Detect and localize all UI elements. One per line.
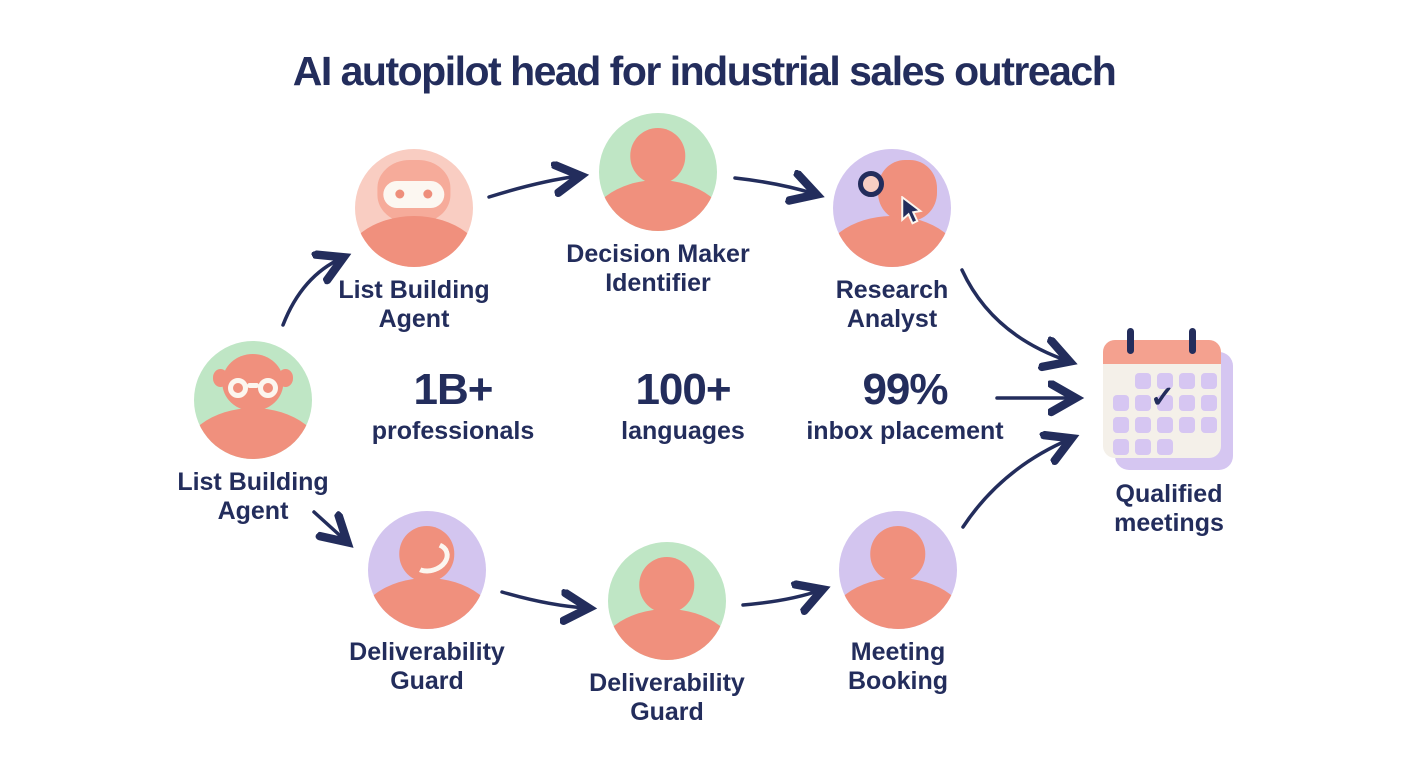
check-icon: ✓ bbox=[1150, 381, 1176, 414]
calendar-day-cell bbox=[1135, 373, 1151, 389]
avatar-shoulders bbox=[355, 216, 473, 267]
calendar-day-cell bbox=[1179, 417, 1195, 433]
magnifier-icon bbox=[857, 171, 884, 198]
node-meeting-booking: Meeting Booking bbox=[839, 511, 957, 695]
avatar-shoulders bbox=[194, 408, 312, 459]
stat-languages: 100+ languages bbox=[543, 368, 823, 446]
stat-professionals: 1B+ professionals bbox=[313, 368, 593, 446]
avatar-shoulders bbox=[839, 578, 957, 629]
calendar-day-cell: ✓ bbox=[1150, 381, 1175, 414]
node-label: List Building Agent bbox=[338, 276, 490, 333]
calendar-day-cell bbox=[1135, 395, 1151, 411]
calendar-day-cell bbox=[1179, 439, 1195, 455]
calendar-check-icon: ✓ Qualified meetings bbox=[1103, 328, 1235, 537]
node-deliverability-guard-left: Deliverability Guard bbox=[349, 511, 505, 695]
robot-face-plate bbox=[383, 180, 445, 208]
node-label: Meeting Booking bbox=[848, 638, 948, 695]
avatar-shoulders bbox=[608, 609, 726, 660]
calendar-day-cell bbox=[1179, 395, 1195, 411]
outcome-label: Qualified meetings bbox=[1114, 480, 1224, 537]
person-avatar-icon bbox=[833, 149, 951, 267]
calendar-pin bbox=[1189, 328, 1196, 354]
stat-label: inbox placement bbox=[806, 417, 1004, 445]
node-list-building-agent-top: List Building Agent bbox=[338, 149, 490, 333]
stat-label: languages bbox=[621, 417, 745, 445]
person-avatar-icon bbox=[599, 113, 717, 231]
stat-inbox-placement: 99% inbox placement bbox=[765, 368, 1045, 446]
node-list-building-agent-mid: List Building Agent bbox=[177, 341, 329, 525]
calendar-card: ✓ bbox=[1103, 328, 1221, 458]
avatar-head bbox=[639, 557, 695, 613]
page-title: AI autopilot head for industrial sales o… bbox=[292, 48, 1117, 94]
calendar-day-cell bbox=[1135, 417, 1151, 433]
robot-eye-icon bbox=[395, 189, 405, 199]
arrow-guard-to-booking bbox=[741, 590, 821, 605]
calendar-day-cell bbox=[1201, 395, 1217, 411]
robot-avatar-icon bbox=[355, 149, 473, 267]
node-label: List Building Agent bbox=[177, 468, 329, 525]
arrow-booking-to-calendar bbox=[961, 439, 1070, 529]
avatar-head bbox=[630, 128, 686, 184]
avatar-shoulders bbox=[599, 180, 717, 231]
calendar-day-cell bbox=[1157, 373, 1173, 389]
calendar-day-cell bbox=[1157, 439, 1173, 455]
calendar-grid: ✓ bbox=[1113, 373, 1217, 455]
node-label: Research Analyst bbox=[835, 276, 949, 333]
node-label: Deliverability Guard bbox=[349, 638, 505, 695]
node-decision-maker-identifier: Decision Maker Identifier bbox=[566, 113, 750, 297]
avatar-shoulders bbox=[833, 216, 951, 267]
person-avatar-icon bbox=[839, 511, 957, 629]
avatar-head bbox=[399, 526, 455, 582]
calendar-day-cell bbox=[1135, 439, 1151, 455]
stat-value: 100+ bbox=[635, 365, 731, 414]
arrow-guard-to-guard bbox=[500, 592, 587, 608]
node-deliverability-guard-mid: Deliverability Guard bbox=[589, 542, 745, 726]
calendar-day-cell bbox=[1201, 439, 1217, 455]
person-avatar-icon bbox=[368, 511, 486, 629]
arrow-identifier-to-analyst bbox=[733, 178, 815, 194]
node-label: Decision Maker Identifier bbox=[566, 240, 750, 297]
glasses-icon bbox=[257, 377, 278, 398]
calendar-header bbox=[1103, 340, 1221, 364]
calendar-day-cell bbox=[1113, 395, 1129, 411]
robot-eye-icon bbox=[423, 189, 433, 199]
calendar-day-cell bbox=[1113, 439, 1129, 455]
stat-value: 1B+ bbox=[413, 365, 494, 414]
calendar-day-cell bbox=[1201, 417, 1217, 433]
calendar-day-cell bbox=[1201, 373, 1217, 389]
person-avatar-icon bbox=[608, 542, 726, 660]
calendar-day-cell bbox=[1179, 373, 1195, 389]
person-avatar-icon bbox=[194, 341, 312, 459]
node-research-analyst: Research Analyst bbox=[833, 149, 951, 333]
avatar-shoulders bbox=[368, 578, 486, 629]
glasses-bridge bbox=[247, 383, 259, 389]
cursor-icon bbox=[901, 196, 923, 225]
calendar-day-cell bbox=[1113, 373, 1129, 389]
stat-value: 99% bbox=[862, 365, 948, 414]
calendar-day-cell bbox=[1113, 417, 1129, 433]
calendar-pin bbox=[1127, 328, 1134, 354]
calendar-day-cell bbox=[1157, 417, 1173, 433]
arrow-top-agent-to-identifier bbox=[487, 176, 579, 199]
glasses-icon bbox=[228, 377, 249, 398]
node-label: Deliverability Guard bbox=[589, 669, 745, 726]
avatar-head bbox=[870, 526, 926, 582]
stat-label: professionals bbox=[371, 417, 535, 445]
